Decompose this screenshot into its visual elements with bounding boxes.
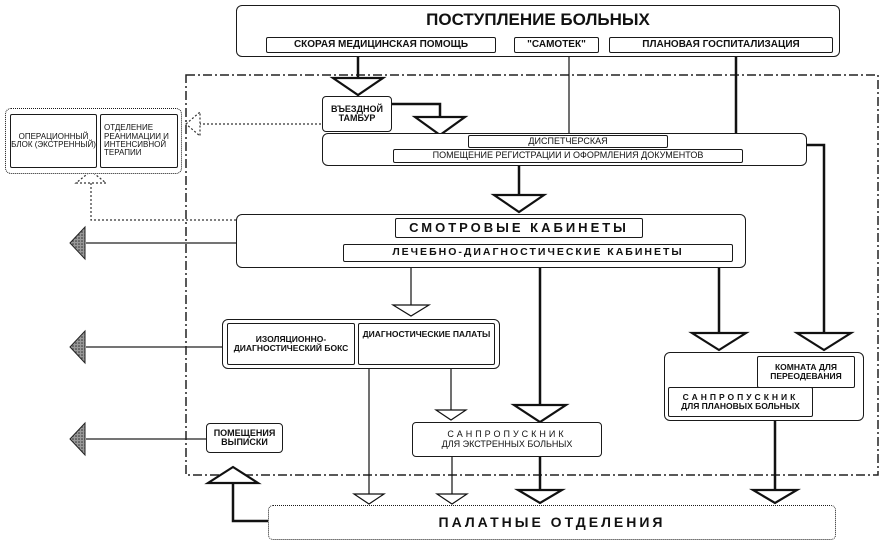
arrow-diag-wards xyxy=(390,304,432,317)
source-planned: ПЛАНОВАЯ ГОСПИТАЛИЗАЦИЯ xyxy=(609,37,833,53)
arrow-to-emergency xyxy=(185,110,201,138)
page-title: ПОСТУПЛЕНИЕ БОЛЬНЫХ xyxy=(426,10,650,29)
sanitary-planned-title: САНПРОПУСКНИК xyxy=(682,392,799,403)
diagnostic-wards: ДИАГНОСТИЧЕСКИЕ ПАЛАТЫ xyxy=(358,323,495,365)
arrow-diagwards-sanit xyxy=(434,409,468,421)
operating-block: ОПЕРАЦИОННЫЙ БЛОК (ЭКСТРЕННЫЙ) xyxy=(10,114,97,168)
exit-arrow-1 xyxy=(69,225,86,261)
registration-room: ПОМЕЩЕНИЕ РЕГИСТРАЦИИ И ОФОРМЛЕНИЯ ДОКУМ… xyxy=(393,149,743,163)
reception-boundary xyxy=(185,74,879,476)
arrow-sanitary-emerg xyxy=(510,403,570,424)
sanitary-emergency: САНПРОПУСКНИК ДЛЯ ЭКСТРЕННЫХ БОЛЬНЫХ xyxy=(412,422,602,457)
discharge-rooms: ПОМЕЩЕНИЯ ВЫПИСКИ xyxy=(206,423,283,453)
arrow-iso-wards xyxy=(352,493,386,505)
planned-sanitary-unit: КОМНАТА ДЛЯ ПЕРЕОДЕВАНИЯ САНПРОПУСКНИК Д… xyxy=(664,352,864,421)
sanitary-planned-subtitle: ДЛЯ ПЛАНОВЫХ БОЛЬНЫХ xyxy=(681,401,800,411)
sanitary-planned: САНПРОПУСКНИК ДЛЯ ПЛАНОВЫХ БОЛЬНЫХ xyxy=(668,387,813,417)
reception-panel: ДИСПЕТЧЕРСКАЯ ПОМЕЩЕНИЕ РЕГИСТРАЦИИ И ОФ… xyxy=(322,133,807,166)
source-walkin: "САМОТЕК" xyxy=(514,37,599,53)
exit-arrow-3 xyxy=(69,421,86,457)
ward-departments: ПАЛАТНЫЕ ОТДЕЛЕНИЯ xyxy=(268,505,836,540)
dispatch-room: ДИСПЕТЧЕРСКАЯ xyxy=(468,135,668,148)
sanitary-emergency-subtitle: ДЛЯ ЭКСТРЕННЫХ БОЛЬНЫХ xyxy=(441,438,573,449)
arrow-planned-wards xyxy=(748,488,802,505)
source-ambulance: СКОРАЯ МЕДИЦИНСКАЯ ПОМОЩЬ xyxy=(266,37,496,53)
changing-room: КОМНАТА ДЛЯ ПЕРЕОДЕВАНИЯ xyxy=(757,356,855,388)
exam-panel: СМОТРОВЫЕ КАБИНЕТЫ ЛЕЧЕБНО-ДИАГНОСТИЧЕСК… xyxy=(236,214,746,268)
sanitary-emergency-title: САНПРОПУСКНИК xyxy=(447,429,567,440)
icu: ОТДЕЛЕНИЕ РЕАНИМАЦИИ И ИНТЕНСИВНОЙ ТЕРАП… xyxy=(100,114,178,168)
arrow-sanitary-planned xyxy=(688,331,750,352)
exam-rooms: СМОТРОВЫЕ КАБИНЕТЫ xyxy=(395,218,643,238)
arrow-sanit-wards-1 xyxy=(435,493,469,505)
emergency-unit: ОПЕРАЦИОННЫЙ БЛОК (ЭКСТРЕННЫЙ) ОТДЕЛЕНИЕ… xyxy=(5,108,182,174)
arrow-sanit-wards-2 xyxy=(513,488,567,505)
entrance-vestibule: ВЪЕЗДНОЙ ТАМБУР xyxy=(322,96,392,132)
arrow-discharge xyxy=(204,465,262,485)
arrow-changing xyxy=(793,331,855,352)
diagnostic-unit: ИЗОЛЯЦИОННО-ДИАГНОСТИЧЕСКИЙ БОКС ДИАГНОС… xyxy=(222,319,500,369)
diagnostic-rooms: ЛЕЧЕБНО-ДИАГНОСТИЧЕСКИЕ КАБИНЕТЫ xyxy=(343,244,733,262)
arrow-up-emergency xyxy=(74,170,108,184)
arrow-ambulance xyxy=(329,76,387,97)
isolation-box: ИЗОЛЯЦИОННО-ДИАГНОСТИЧЕСКИЙ БОКС xyxy=(227,323,355,365)
exit-arrow-2 xyxy=(69,329,86,365)
intake-panel: ПОСТУПЛЕНИЕ БОЛЬНЫХ СКОРАЯ МЕДИЦИНСКАЯ П… xyxy=(236,5,840,57)
arrow-exam xyxy=(490,193,548,214)
arrow-tambour xyxy=(411,115,469,137)
